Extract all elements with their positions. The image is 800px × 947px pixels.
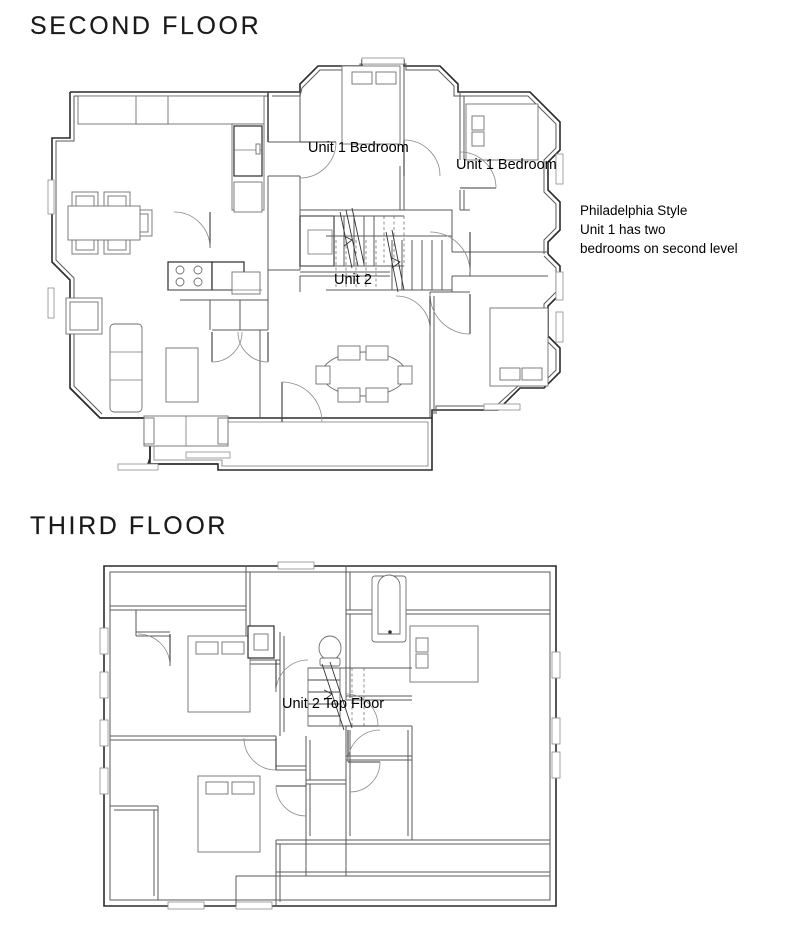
third-floor-windows xyxy=(99,561,561,910)
third-floor-interior-walls xyxy=(110,566,550,906)
stair-upper xyxy=(299,207,405,269)
second-floor-plan: Unit 1 Bedroom Unit 1 Bedroom Unit 2 Phi… xyxy=(47,57,738,471)
note-line-1: Philadelphia Style xyxy=(580,203,687,218)
bedroom-furniture xyxy=(341,65,549,387)
third-floor-doors xyxy=(137,633,381,817)
stair-lower xyxy=(326,229,452,293)
third-floor-fixtures xyxy=(187,574,479,853)
philadelphia-style-note: Philadelphia Style Unit 1 has two bedroo… xyxy=(580,203,738,256)
third-floor-title: THIRD FLOOR xyxy=(30,512,229,540)
label-unit-1-bedroom-left: Unit 1 Bedroom xyxy=(308,140,409,156)
label-unit-2: Unit 2 xyxy=(334,272,372,288)
second-floor-windows xyxy=(47,57,564,471)
note-line-2: Unit 1 has two xyxy=(580,222,666,237)
note-line-3: bedrooms on second level xyxy=(580,241,738,256)
third-floor-plan: Unit 2 Top Floor xyxy=(99,561,561,910)
label-unit-2-top-floor: Unit 2 Top Floor xyxy=(282,696,384,712)
dinette-set xyxy=(67,191,153,255)
second-floor-doors xyxy=(173,139,497,423)
oval-dining-table xyxy=(315,345,413,403)
kitchen-fixtures xyxy=(77,95,265,295)
second-floor-title: SECOND FLOOR xyxy=(30,12,262,40)
living-room-furniture xyxy=(65,297,229,447)
label-unit-1-bedroom-right: Unit 1 Bedroom xyxy=(456,157,557,173)
